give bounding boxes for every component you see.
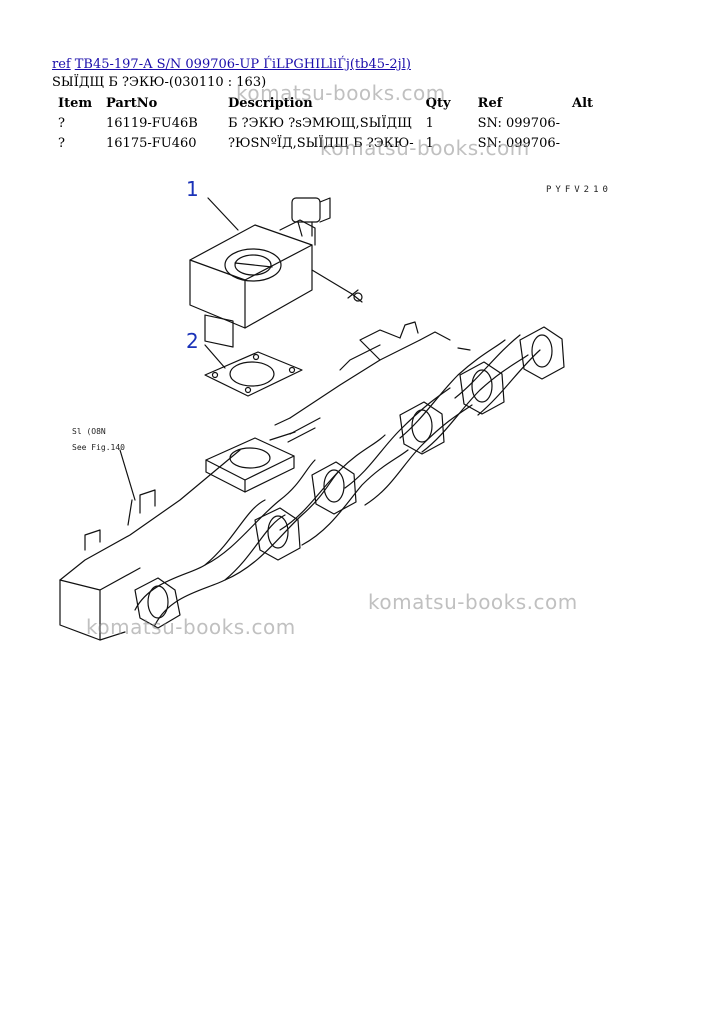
watermark: komatsu-books.com	[86, 615, 296, 639]
parts-table: Item PartNo Description Qty Ref Alt ? 16…	[52, 93, 608, 153]
cell-ref: SN: 099706-	[477, 115, 561, 131]
intake-manifold-part	[59, 321, 565, 641]
column-header-alt: Alt	[572, 95, 594, 111]
column-header-qty: Qty	[425, 95, 451, 111]
leader-line-2	[204, 344, 226, 369]
table-row: ? 16175-FU460 ?ЮSNºЇД,SЫЇДЩ Б ?ЭКЮ- 1 SN…	[52, 133, 608, 153]
callout-2: 2	[186, 329, 199, 353]
cell-alt	[566, 133, 608, 153]
column-header-ref: Ref	[477, 95, 503, 111]
watermark: komatsu-books.com	[320, 136, 530, 160]
column-header-description: Description	[228, 95, 313, 111]
manifold-flange	[205, 437, 295, 493]
parts-diagram: 1 2 PYFV210 Ѕl (O8N See Fig.140	[59, 177, 612, 641]
cell-partno: 16175-FU460	[106, 135, 197, 151]
column-header-partno: PartNo	[106, 95, 158, 111]
reference-note-line2: See Fig.140	[72, 443, 125, 452]
leader-line-1	[207, 197, 239, 231]
cell-ref: SN: 099706-	[477, 135, 561, 151]
ref-link[interactable]: ref	[52, 57, 71, 72]
cell-description: Б ?ЭКЮ ?sЭМЮЩ,SЫЇДЩ	[228, 115, 412, 131]
table-header-row: Item PartNo Description Qty Ref Alt	[52, 93, 608, 113]
cell-item: ?	[58, 115, 65, 131]
cell-description: ?ЮSNºЇД,SЫЇДЩ Б ?ЭКЮ-	[228, 135, 414, 151]
cell-alt	[566, 113, 608, 133]
watermark: komatsu-books.com	[368, 590, 578, 614]
drawing-code: PYFV210	[546, 185, 612, 195]
column-header-item: Item	[58, 95, 93, 111]
leader-line-note	[119, 449, 136, 501]
page-subtitle: SЫЇДЩ Б ?ЭКЮ-(030110 : 163)	[52, 75, 267, 90]
title-link[interactable]: TB45-197-A S/N 099706-UP ЃiLPGHILliЃj(tb…	[74, 57, 411, 72]
callout-1: 1	[186, 177, 199, 201]
gasket-part	[204, 351, 303, 397]
watermark: komatsu-books.com	[236, 81, 446, 105]
cell-qty: 1	[425, 115, 434, 131]
reference-note-line1: Ѕl (O8N	[72, 427, 106, 436]
table-row: ? 16119-FU46B Б ?ЭКЮ ?sЭМЮЩ,SЫЇДЩ 1 SN: …	[52, 113, 608, 133]
cell-partno: 16119-FU46B	[106, 115, 198, 131]
cell-qty: 1	[425, 135, 434, 151]
cell-item: ?	[58, 135, 65, 151]
throttle-body-part	[189, 197, 363, 348]
